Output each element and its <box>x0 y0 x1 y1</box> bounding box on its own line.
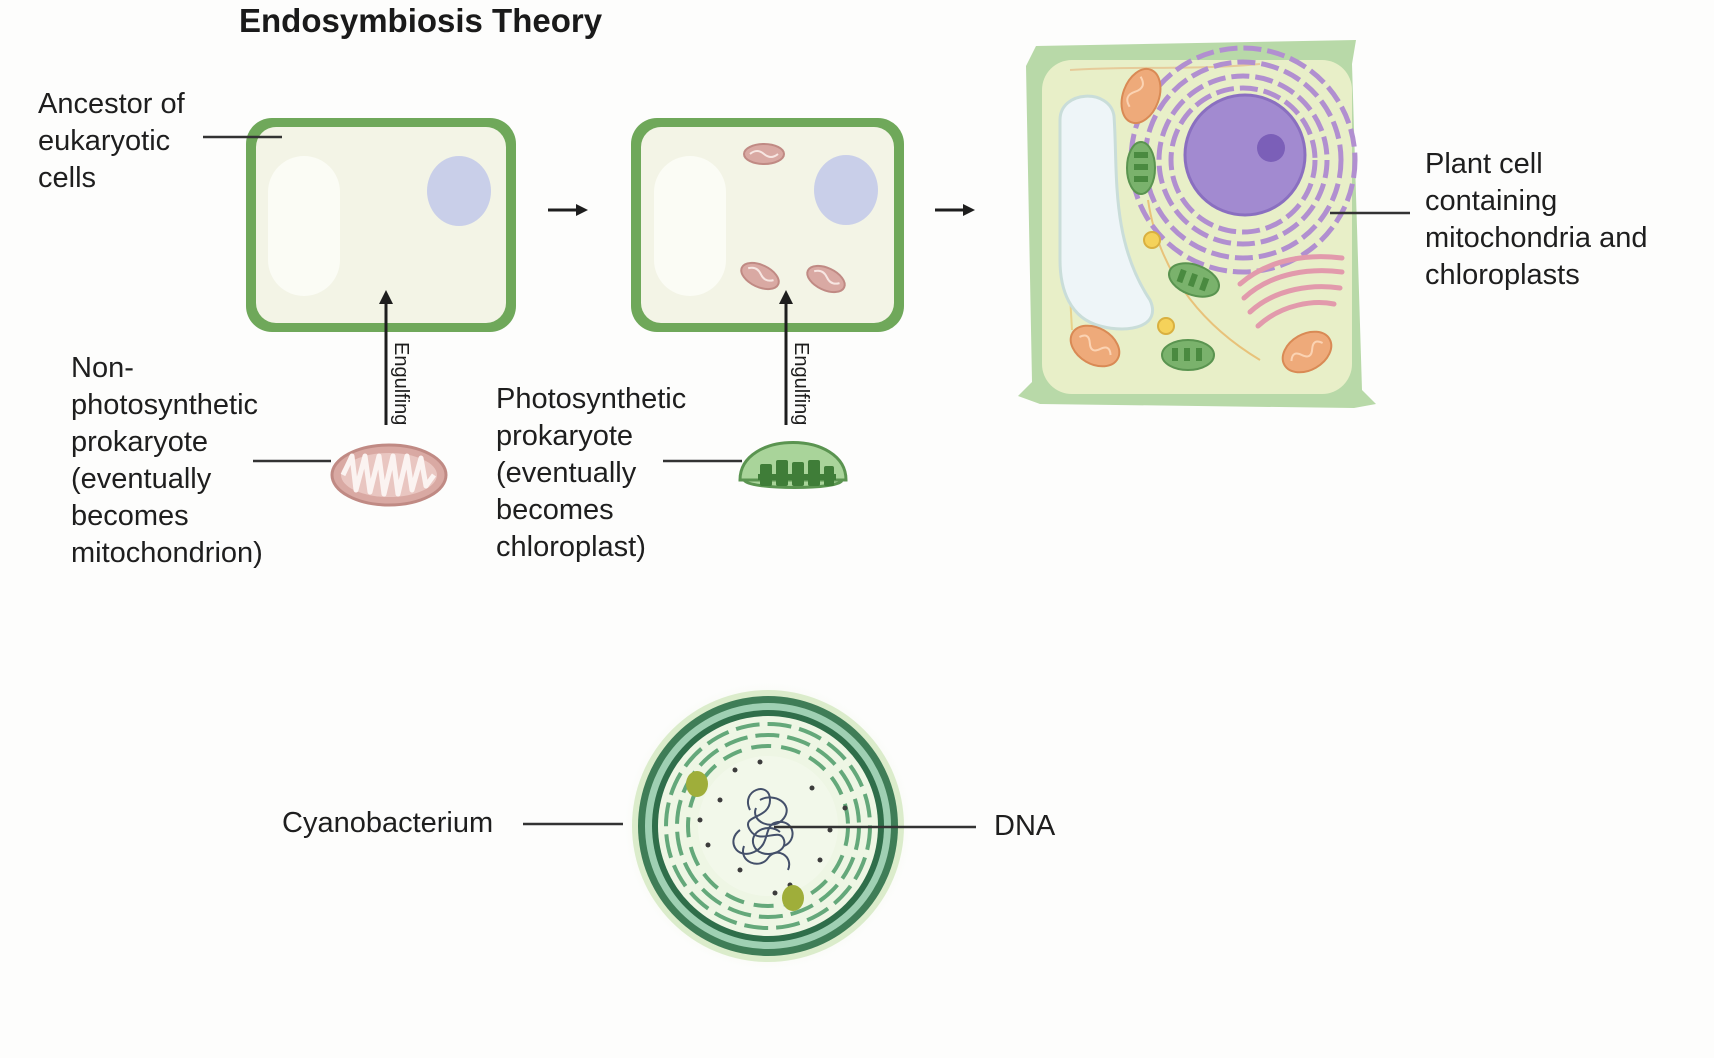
vesicle <box>1157 317 1175 335</box>
mitochondrion <box>1281 330 1333 374</box>
golgi-apparatus <box>1237 254 1345 329</box>
engulfing-label: Engulfing <box>390 342 412 426</box>
mitochondrion <box>1069 324 1121 368</box>
chloroplast <box>1168 262 1220 298</box>
right-arrow-icon <box>548 204 588 216</box>
ancestor-cell <box>246 118 516 332</box>
mitochondrion <box>1120 67 1162 125</box>
granule <box>782 885 804 911</box>
mitochondrion-prokaryote <box>330 443 448 507</box>
cyanobacterium-label: Cyanobacterium <box>282 807 494 839</box>
nucleus <box>814 155 878 225</box>
cyanobacterium <box>622 680 914 972</box>
page-title: Endosymbiosis Theory <box>239 2 603 39</box>
nucleolus <box>1257 134 1285 162</box>
chloroplast-prokaryote <box>738 441 848 489</box>
plant-cell <box>1018 40 1376 408</box>
nucleus <box>427 156 491 226</box>
engulfing-arrow <box>779 290 793 425</box>
granule <box>686 771 708 797</box>
vesicle <box>1143 231 1161 249</box>
engulfing-label: Engulfing <box>790 342 812 426</box>
chloroplast <box>1161 339 1215 371</box>
engulfing-arrow <box>379 290 393 425</box>
dna-strand <box>732 788 794 871</box>
nucleus <box>1183 93 1307 217</box>
mitochondrion-small <box>806 264 846 294</box>
right-arrow-icon <box>935 204 975 216</box>
dna-label: DNA <box>994 810 1056 842</box>
mitochondrion-small <box>740 261 780 291</box>
mitochondrion-small <box>743 143 785 165</box>
chloroplast <box>1126 141 1156 195</box>
vacuole <box>1058 94 1154 331</box>
cell-with-mitochondria <box>631 118 904 332</box>
